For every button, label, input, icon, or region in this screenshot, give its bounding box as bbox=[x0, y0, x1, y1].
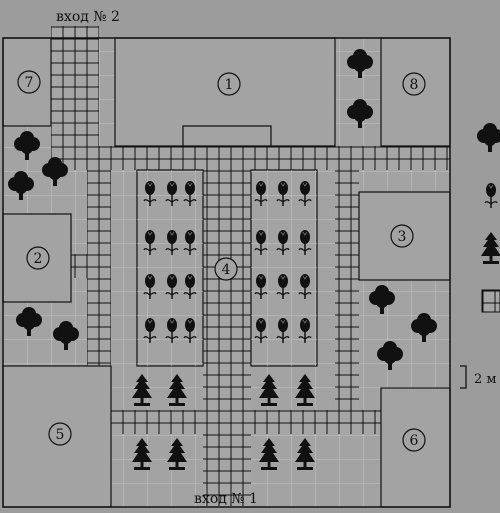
entrance-2-label: вход № 2 bbox=[56, 9, 120, 25]
zone-marker-7 bbox=[17, 70, 41, 94]
zone-marker-4 bbox=[214, 257, 238, 281]
zone-number: 1 bbox=[225, 77, 234, 93]
entrance-1-label: вход № 1 bbox=[194, 491, 258, 507]
zone-labels: 1 2 3 4 5 6 7 8 bbox=[17, 70, 426, 452]
zone-number: 5 bbox=[56, 427, 65, 443]
tile-icon bbox=[481, 289, 500, 313]
tree-icon bbox=[477, 123, 500, 152]
zone-marker-3 bbox=[390, 224, 414, 248]
fir-icon bbox=[481, 232, 500, 264]
zone-marker-6 bbox=[402, 428, 426, 452]
scale-label: 2 м bbox=[474, 372, 497, 387]
legend bbox=[477, 123, 500, 313]
zone-number: 2 bbox=[34, 251, 43, 267]
zone-marker-1 bbox=[217, 72, 241, 96]
zone-number: 8 bbox=[410, 77, 419, 93]
zone-number: 6 bbox=[410, 433, 419, 449]
zone-number: 4 bbox=[222, 262, 231, 278]
zone-marker-2 bbox=[26, 246, 50, 270]
scale-bar: 2 м bbox=[460, 365, 497, 389]
flower-icon bbox=[484, 182, 498, 209]
zone-marker-5 bbox=[48, 422, 72, 446]
zone-number: 3 bbox=[398, 229, 407, 245]
zone-number: 7 bbox=[25, 75, 34, 91]
zone-marker-8 bbox=[402, 72, 426, 96]
flower-beds bbox=[136, 169, 318, 367]
